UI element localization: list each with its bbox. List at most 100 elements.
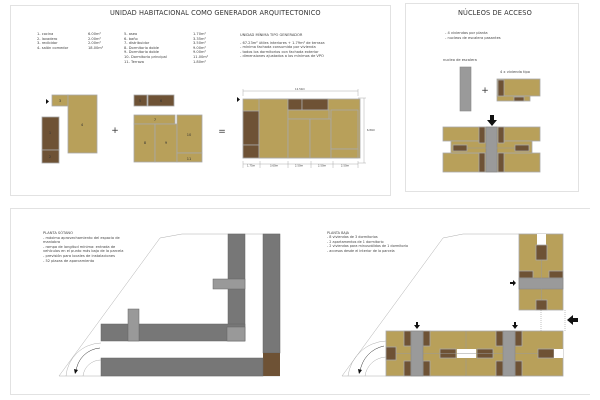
dim-segment: 3.60m <box>270 164 279 168</box>
combined-unit: 12.50m 6.80m 1.75m 3.60m 2.50m 2.50m 2.5… <box>237 87 376 168</box>
equals-sign: = <box>218 127 226 137</box>
room-area: 2.00m² <box>88 36 101 41</box>
room-area: 1.80m² <box>193 59 206 64</box>
room-label: 9 <box>165 141 168 145</box>
basement-item: - previsión para locales de instalacione… <box>43 253 115 258</box>
dim-total-width: 12.50m <box>295 87 305 91</box>
parking-row <box>262 233 281 354</box>
room-name: 11- Terraza <box>124 59 144 64</box>
ground-floor-notes: PLANTA BAJA - 8 viviendas de 3 dormitori… <box>327 231 408 253</box>
room-area: 3.50m² <box>193 41 206 46</box>
room-name: 1- cocina <box>37 32 54 36</box>
plus-sign: + <box>111 126 119 136</box>
room-name: 2- lavadero <box>37 36 58 41</box>
dim-segment: 2.50m <box>295 164 304 168</box>
combined-core <box>442 126 541 173</box>
rooms-col1-names: 1- cocina 2- lavadero 3- recibidor 4- sa… <box>37 32 68 50</box>
rooms-col1-areas: 6.00m² 2.00m² 2.00m² 18.00m² <box>88 32 103 50</box>
ramp-arrow-icon <box>75 347 101 373</box>
access-item: - nucleos de escalera pasantes <box>445 35 501 40</box>
parking-row <box>100 357 264 377</box>
access-item: - 4 viviendas por planta <box>445 31 488 35</box>
rooms-col2-names: 5- aseo 6- baño 7- distribuidor 8- Dormi… <box>124 32 167 64</box>
access-panel <box>405 3 579 192</box>
ramp-arrow-icon <box>359 345 385 373</box>
unit-parts-b: 5 6 7 8 9 10 11 <box>133 94 203 163</box>
unit-panel-title: UNIDAD HABITACIONAL COMO GENERADOR ARQUI… <box>110 9 321 17</box>
ground-floor-item: - accesos desde el interior de la parcel… <box>327 248 395 253</box>
basement-plan <box>58 233 281 377</box>
room-area: 2.00m² <box>88 41 101 46</box>
room-name: 10- Dormitorio principal <box>124 54 167 59</box>
summary-item: - mínima fachada consumida por vivienda <box>240 45 316 50</box>
dim-height: 6.80m <box>367 128 376 132</box>
access-items: - 4 viviendas por planta - nucleos de es… <box>445 31 501 40</box>
room-10 <box>176 114 203 154</box>
room-label: 6 <box>160 99 163 103</box>
parking-row <box>100 323 246 342</box>
room-label: 4 <box>81 123 84 127</box>
room-area: 6.00m² <box>88 32 101 36</box>
room-5 <box>133 94 148 107</box>
unit-type <box>496 78 541 102</box>
stair-core <box>410 330 424 377</box>
room-name: 9- Dormitorio doble <box>124 50 160 55</box>
basement-item: - rampa de longitud mínima: entrada de <box>43 244 116 249</box>
plus-sign: + <box>481 86 489 96</box>
room-area: 1.70m² <box>193 32 206 36</box>
basement-item: vehículos en el punto más bajo de la par… <box>43 249 124 254</box>
room-name: 3- recibidor <box>37 41 58 46</box>
room-label: 1 <box>49 131 51 135</box>
installation-room <box>226 326 246 342</box>
entry-arrow-icon <box>237 97 240 102</box>
access-arrow-icon <box>512 322 518 329</box>
access-panel-title: NÚCLEOS DE ACCESO <box>458 9 532 17</box>
unit-parts-a: 3 4 1 2 <box>41 94 98 164</box>
room-2 <box>41 149 60 164</box>
installation-room <box>127 308 140 342</box>
unit-panel <box>10 5 391 196</box>
stair-core <box>502 330 516 377</box>
entry-arrow-icon <box>46 99 49 104</box>
rooms-col2-areas: 1.70m² 3.35m² 3.50m² 9.00m² 9.00m² 11.00… <box>193 32 208 64</box>
stair-label: nucleo de escalera <box>443 58 477 62</box>
ground-floor-title: PLANTA BAJA <box>327 231 349 235</box>
basement-item: maniobra <box>43 240 61 245</box>
basement-item: - máximo aprovechamiento del espacio de <box>43 235 120 240</box>
summary-item: - 67.23m² útiles interiores + 1.79m² de … <box>240 40 325 45</box>
dim-segment: 2.50m <box>318 164 327 168</box>
summary-title: UNIDAD MÍNIMA TIPO GENERADOR <box>240 33 303 37</box>
room-11 <box>176 152 203 163</box>
room-label: 3 <box>59 99 61 103</box>
bottom-panel-top-rule <box>10 208 590 209</box>
room-area: 9.00m² <box>193 45 206 50</box>
ground-floor-item: - 2 apartamentos de 1 dormitorio <box>327 239 384 244</box>
summary-item: - todos los dormitorios con fachada exte… <box>240 49 319 54</box>
room-name: 4- salón comedor <box>37 45 69 50</box>
ground-floor-item: - 2 viviendas para minusválidos de 1 dor… <box>327 244 409 249</box>
room-label: 5 <box>139 99 141 103</box>
installation-room <box>212 278 246 290</box>
dim-segment: 1.75m <box>247 164 256 168</box>
main-access-arrow-icon <box>567 315 578 325</box>
room-name: 6- baño <box>124 36 138 41</box>
access-arrow-icon <box>510 280 516 286</box>
room-area: 9.00m² <box>193 50 206 55</box>
ground-floor-item: - 8 viviendas de 3 dormitorios <box>327 235 378 240</box>
room-label: 11 <box>187 157 192 161</box>
room-label: 10 <box>187 133 192 137</box>
room-6 <box>147 94 175 107</box>
room-name: 7- distribuidor <box>124 41 150 46</box>
stair-core <box>459 66 472 112</box>
room-area: 18.00m² <box>88 45 104 50</box>
room-4 <box>67 94 98 154</box>
room-area: 3.35m² <box>193 36 206 41</box>
basement-item: - 52 plazas de aparcamiento <box>43 258 95 263</box>
room-name: 5- aseo <box>124 32 138 36</box>
access-diagram: + <box>442 66 541 173</box>
room-area: 11.00m² <box>193 54 209 59</box>
room-label: 8 <box>144 141 147 145</box>
basement-notes: PLANTA SÓTANO - máximo aprovechamiento d… <box>43 231 123 263</box>
bottom-panel-left-rule <box>10 208 11 395</box>
